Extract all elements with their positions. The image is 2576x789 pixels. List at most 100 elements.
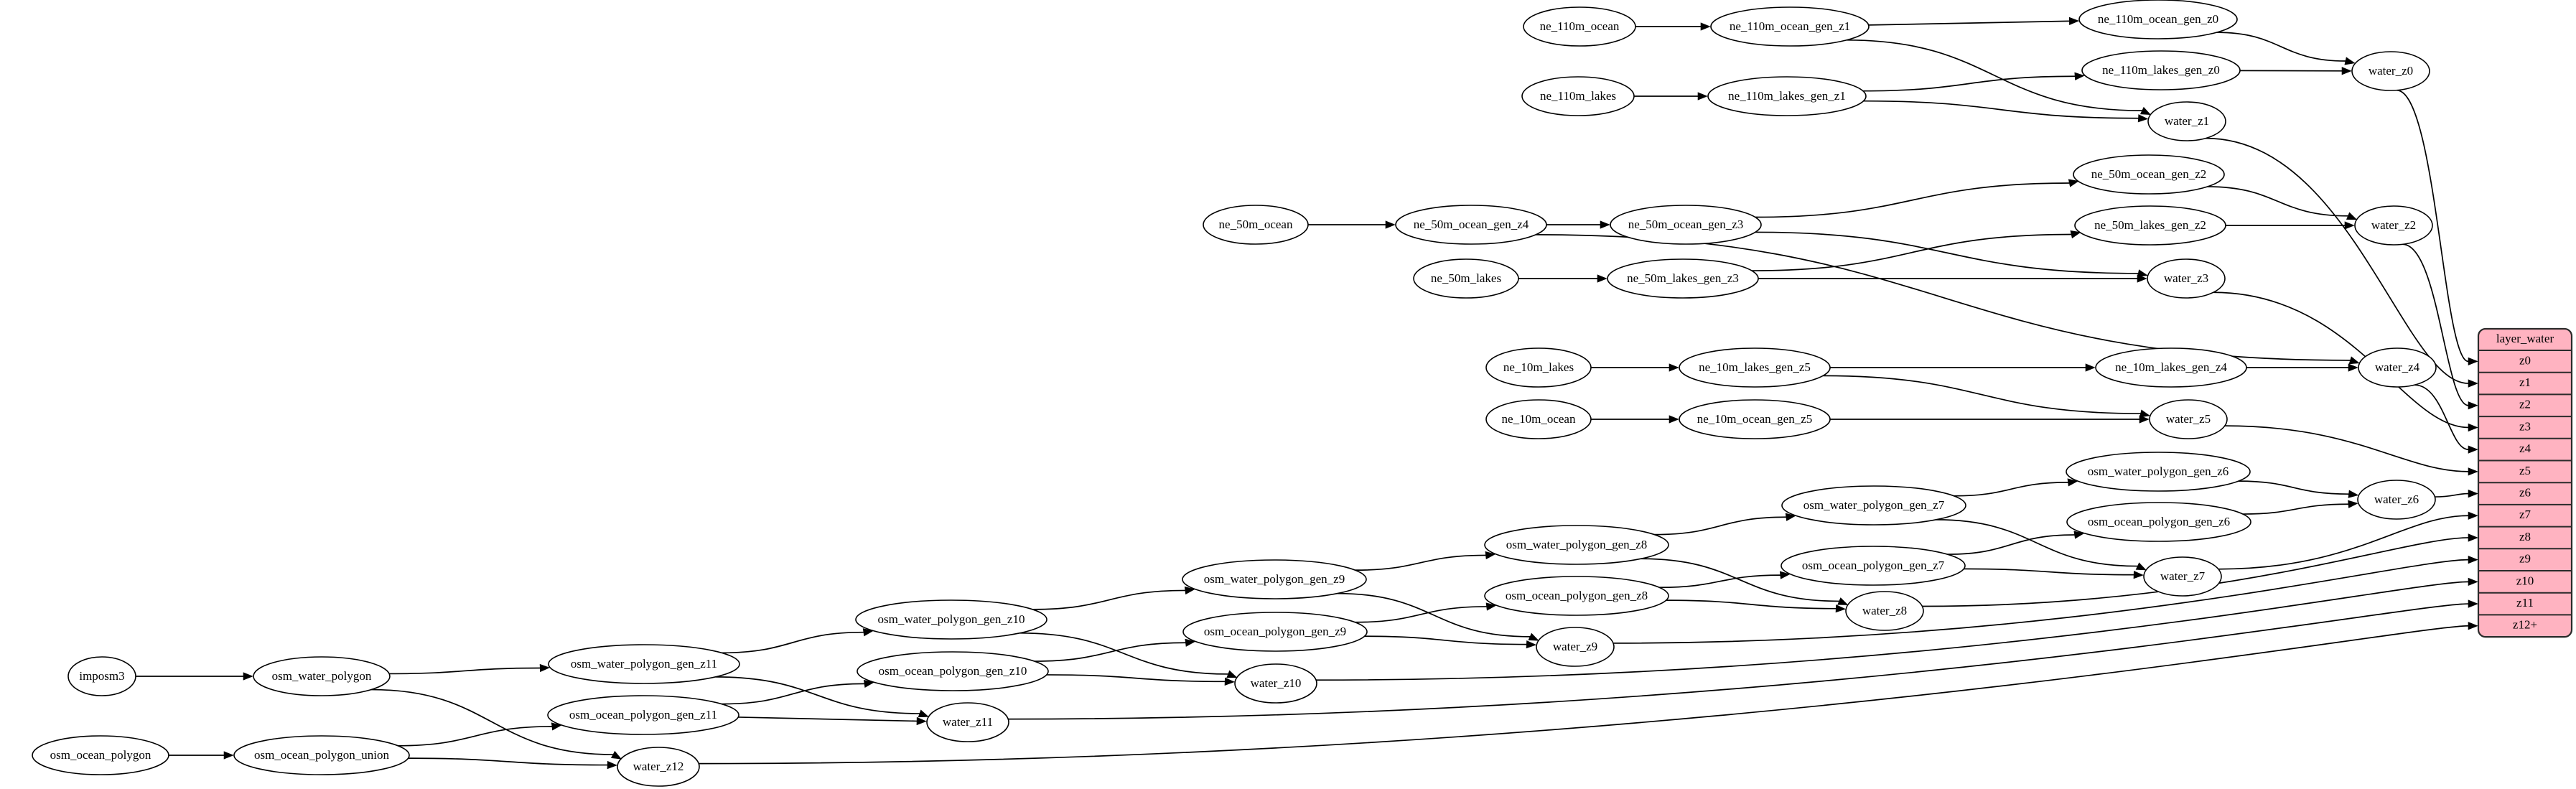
- arrowhead-water_z2-to-layer_water-z2: [2468, 401, 2478, 410]
- edge-osm_water_polygon_gen_z8-to-osm_water_polygon_gen_z7: [1654, 516, 1786, 536]
- graph-node-ne_10m_lakes[interactable]: ne_10m_lakes: [1485, 347, 1592, 388]
- graph-node-ne_50m_ocean_gen_z4[interactable]: ne_50m_ocean_gen_z4: [1395, 205, 1547, 245]
- arrowhead-water_z1-to-layer_water-z1: [2468, 379, 2478, 388]
- edge-ne_110m_lakes_gen_z1-to-water_z1: [1863, 100, 2139, 119]
- graph-node-osm_ocean_polygon_gen_z10[interactable]: osm_ocean_polygon_gen_z10: [857, 651, 1049, 691]
- graph-node-osm_water_polygon_gen_z10[interactable]: osm_water_polygon_gen_z10: [855, 599, 1047, 640]
- graph-node-water_z7[interactable]: water_z7: [2143, 556, 2222, 597]
- graph-node-ne_50m_ocean[interactable]: ne_50m_ocean: [1203, 205, 1309, 245]
- graph-node-osm_water_polygon_gen_z7[interactable]: osm_water_polygon_gen_z7: [1781, 485, 1966, 526]
- graph-node-ne_10m_lakes_gen_z4[interactable]: ne_10m_lakes_gen_z4: [2095, 347, 2247, 388]
- node-shape: [1203, 205, 1309, 245]
- arrowhead-ne_110m_ocean-to-ne_110m_ocean_gen_z1: [1700, 22, 1711, 31]
- graph-node-osm_water_polygon_gen_z8[interactable]: osm_water_polygon_gen_z8: [1484, 525, 1669, 565]
- arrowhead-osm_water_polygon_gen_z10-to-water_z10: [1226, 670, 1238, 678]
- arrowhead-ne_50m_lakes_gen_z3-to-ne_50m_lakes_gen_z2: [2070, 230, 2081, 239]
- node-shape: [1182, 612, 1368, 652]
- graph-node-osm_ocean_polygon[interactable]: osm_ocean_polygon: [32, 735, 169, 775]
- node-shape: [2149, 399, 2228, 439]
- arrowhead-osm_ocean_polygon_gen_z6-to-water_z6: [2348, 500, 2358, 508]
- graph-node-water_z2[interactable]: water_z2: [2354, 205, 2433, 246]
- graph-node-ne_10m_lakes_gen_z5[interactable]: ne_10m_lakes_gen_z5: [1679, 347, 1831, 388]
- node-shape: [1781, 546, 1966, 586]
- arrowhead-water_z10-to-layer_water-z10: [2468, 577, 2478, 586]
- graph-node-ne_50m_ocean_gen_z2[interactable]: ne_50m_ocean_gen_z2: [2073, 154, 2225, 195]
- edge-water_z10-to-layer_water-z10: [1316, 581, 2469, 681]
- graph-node-water_z3[interactable]: water_z3: [2147, 258, 2226, 299]
- graph-node-water_z10[interactable]: water_z10: [1234, 663, 1317, 704]
- graph-node-water_z9[interactable]: water_z9: [1536, 627, 1615, 667]
- graph-node-osm_ocean_polygon_gen_z8[interactable]: osm_ocean_polygon_gen_z8: [1484, 576, 1669, 616]
- graph-node-osm_ocean_polygon_gen_z11[interactable]: osm_ocean_polygon_gen_z11: [547, 695, 739, 735]
- edge-osm_ocean_polygon_gen_z10-to-water_z10: [1046, 674, 1226, 683]
- arrowhead-ne_50m_lakes-to-ne_50m_lakes_gen_z3: [1597, 274, 1607, 283]
- edge-osm_ocean_polygon_union-to-osm_ocean_polygon_gen_z11: [398, 726, 552, 747]
- node-shape: [2351, 51, 2430, 91]
- graph-node-osm_ocean_polygon_union[interactable]: osm_ocean_polygon_union: [233, 735, 410, 775]
- graph-node-osm_water_polygon_gen_z11[interactable]: osm_water_polygon_gen_z11: [548, 644, 740, 684]
- graph-node-ne_50m_lakes[interactable]: ne_50m_lakes: [1413, 258, 1519, 299]
- graph-node-osm_ocean_polygon_gen_z9[interactable]: osm_ocean_polygon_gen_z9: [1182, 612, 1368, 652]
- graph-node-water_z5[interactable]: water_z5: [2149, 399, 2228, 439]
- graph-node-water_z1[interactable]: water_z1: [2147, 101, 2226, 141]
- graph-node-ne_10m_ocean[interactable]: ne_10m_ocean: [1485, 399, 1592, 439]
- arrowhead-osm_ocean_polygon_gen_z9-to-water_z9: [1526, 640, 1537, 649]
- arrowhead-water_z9-to-layer_water-z9: [2468, 556, 2478, 564]
- edge-osm_water_polygon_gen_z6-to-water_z6: [2238, 480, 2349, 495]
- graph-node-water_z12[interactable]: water_z12: [617, 747, 700, 787]
- node-shape: [2074, 205, 2226, 246]
- graph-node-osm_water_polygon[interactable]: osm_water_polygon: [253, 656, 391, 696]
- graph-node-ne_110m_lakes_gen_z1[interactable]: ne_110m_lakes_gen_z1: [1707, 76, 1867, 116]
- graph-node-ne_110m_ocean_gen_z1[interactable]: ne_110m_ocean_gen_z1: [1710, 6, 1870, 47]
- arrowhead-osm_water_polygon_gen_z9-to-water_z9: [1528, 632, 1539, 641]
- graph-node-ne_110m_ocean_gen_z0[interactable]: ne_110m_ocean_gen_z0: [2078, 0, 2238, 39]
- node-shape: [2147, 258, 2226, 299]
- graph-node-osm_water_polygon_gen_z6[interactable]: osm_water_polygon_gen_z6: [2066, 452, 2251, 492]
- graph-node-osm_ocean_polygon_gen_z7[interactable]: osm_ocean_polygon_gen_z7: [1781, 546, 1966, 586]
- arrowhead-water_z11-to-layer_water-z11: [2468, 599, 2478, 608]
- graph-node-water_z11[interactable]: water_z11: [926, 702, 1009, 742]
- arrowhead-ne_10m_ocean-to-ne_10m_ocean_gen_z5: [1669, 415, 1679, 424]
- graph-node-water_z4[interactable]: water_z4: [2358, 347, 2437, 388]
- edge-osm_ocean_polygon_gen_z8-to-water_z8: [1666, 599, 1837, 610]
- node-shape: [548, 644, 740, 684]
- edge-osm_water_polygon_gen_z11-to-water_z11: [715, 676, 920, 714]
- arrowhead-osm_water_polygon-to-osm_water_polygon_gen_z11: [539, 663, 551, 673]
- arrowhead-ne_50m_ocean-to-ne_50m_ocean_gen_z4: [1385, 220, 1396, 229]
- arrowhead-ne_50m_ocean_gen_z4-to-ne_50m_ocean_gen_z3: [1600, 220, 1610, 229]
- graph-node-ne_50m_lakes_gen_z2[interactable]: ne_50m_lakes_gen_z2: [2074, 205, 2226, 246]
- arrowhead-ne_50m_ocean_gen_z4-to-water_z4: [2348, 356, 2360, 365]
- arrowhead-osm_water_polygon-to-water_z12: [610, 750, 622, 760]
- node-shape: [67, 656, 136, 696]
- graph-node-water_z6[interactable]: water_z6: [2357, 480, 2436, 520]
- layer-water-table-outline: [2477, 327, 2573, 638]
- graph-node-ne_110m_lakes_gen_z0[interactable]: ne_110m_lakes_gen_z0: [2081, 50, 2241, 90]
- arrowhead-osm_ocean_polygon_union-to-osm_ocean_polygon_gen_z11: [551, 722, 562, 731]
- graph-node-ne_50m_ocean_gen_z3[interactable]: ne_50m_ocean_gen_z3: [1610, 205, 1762, 245]
- node-shape: [2066, 502, 2251, 542]
- edge-water_z4-to-layer_water-z4: [2414, 384, 2469, 450]
- edge-ne_50m_lakes_gen_z3-to-ne_50m_lakes_gen_z2: [1752, 233, 2072, 271]
- edge-water_z0-to-layer_water-z0: [2396, 89, 2469, 363]
- node-shape: [1485, 347, 1592, 388]
- node-shape: [1607, 258, 1759, 299]
- arrowhead-ne_110m_lakes_gen_z0-to-water_z0: [2341, 67, 2352, 75]
- edge-osm_water_polygon_gen_z8-to-water_z8: [1641, 558, 1839, 602]
- graph-node-water_z8[interactable]: water_z8: [1845, 591, 1924, 631]
- arrowhead-ne_110m_ocean_gen_z1-to-ne_110m_ocean_gen_z0: [2068, 17, 2080, 26]
- graph-node-ne_10m_ocean_gen_z5[interactable]: ne_10m_ocean_gen_z5: [1679, 399, 1831, 439]
- edge-water_z7-to-layer_water-z7: [2218, 515, 2469, 570]
- graph-node-osm_water_polygon_gen_z9[interactable]: osm_water_polygon_gen_z9: [1182, 559, 1367, 599]
- graph-node-ne_50m_lakes_gen_z3[interactable]: ne_50m_lakes_gen_z3: [1607, 258, 1759, 299]
- graph-node-ne_110m_ocean[interactable]: ne_110m_ocean: [1523, 6, 1636, 47]
- edge-osm_ocean_polygon_gen_z11-to-water_z11: [738, 716, 918, 722]
- arrowhead-water_z12-to-layer_water-z12plus: [2468, 622, 2478, 630]
- graph-node-ne_110m_lakes[interactable]: ne_110m_lakes: [1521, 76, 1635, 116]
- graph-node-imposm3[interactable]: imposm3: [67, 656, 136, 696]
- arrowhead-water_z3-to-layer_water-z3: [2468, 423, 2478, 432]
- graph-node-osm_ocean_polygon_gen_z6[interactable]: osm_ocean_polygon_gen_z6: [2066, 502, 2251, 542]
- graph-node-water_z0[interactable]: water_z0: [2351, 51, 2430, 91]
- edge-water_z5-to-layer_water-z5: [2224, 425, 2469, 472]
- edge-ne_50m_ocean_gen_z2-to-water_z2: [2207, 186, 2348, 217]
